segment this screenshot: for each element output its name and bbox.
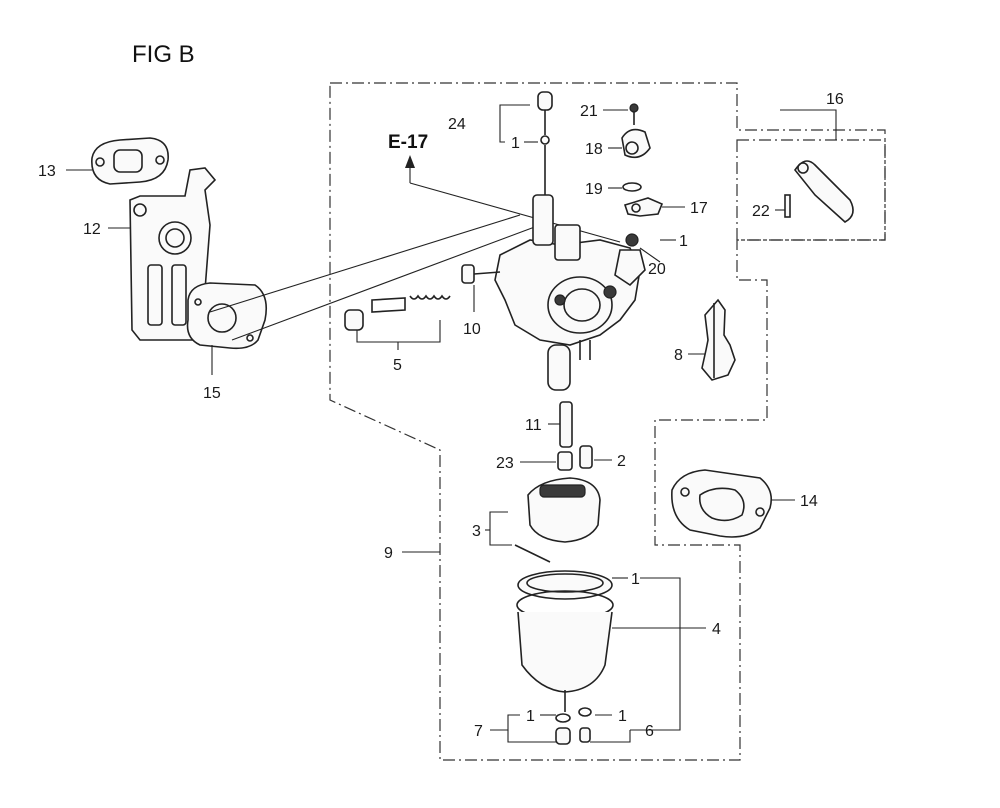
callout-14: 14 — [800, 493, 818, 510]
float-bowl-4 — [516, 570, 614, 712]
cover-18 — [621, 128, 651, 159]
callout-2: 2 — [617, 453, 626, 470]
callout-17: 17 — [690, 200, 708, 217]
callout-18: 18 — [585, 141, 603, 158]
carburetor-body — [494, 194, 646, 391]
callout-5: 5 — [393, 357, 402, 374]
figure-title: FIG B — [132, 41, 195, 68]
washer-20 — [625, 233, 639, 247]
leader-lines — [66, 104, 837, 743]
ring-19 — [622, 182, 642, 192]
float-valve-8 — [701, 298, 736, 381]
callout-8: 8 — [674, 347, 683, 364]
callout-13: 13 — [38, 163, 56, 180]
callout-1-top: 1 — [511, 135, 520, 152]
callout-20: 20 — [648, 261, 666, 278]
choke-lever-box — [736, 139, 886, 241]
callout-6: 6 — [645, 723, 654, 740]
float-3 — [514, 477, 601, 563]
callout-10: 10 — [463, 321, 481, 338]
gasket-14 — [671, 469, 773, 538]
screw-24 — [537, 91, 553, 195]
callout-15: 15 — [203, 385, 221, 402]
assembly-line-b — [209, 214, 521, 313]
callout-1-bowl: 1 — [631, 571, 640, 588]
callout-1-b7: 1 — [526, 708, 535, 725]
drain-screw-6 — [578, 707, 592, 743]
jet-2 — [579, 445, 593, 469]
callout-24: 24 — [448, 116, 466, 133]
callout-23: 23 — [496, 455, 514, 472]
callout-7: 7 — [474, 723, 483, 740]
callout-22: 22 — [752, 203, 770, 220]
choke-lever-16 — [784, 160, 854, 223]
screw-21 — [629, 103, 639, 125]
callout-labels: 13 12 15 5 10 24 1 21 18 19 17 1 20 16 2… — [38, 91, 844, 740]
pilot-screw-5 — [344, 294, 451, 331]
callout-9: 9 — [384, 545, 393, 562]
assembly-line-a — [231, 224, 541, 341]
callout-19: 19 — [585, 181, 603, 198]
callout-4: 4 — [712, 621, 721, 638]
callout-1-right: 1 — [679, 233, 688, 250]
drain-bolt-7 — [555, 713, 571, 745]
gasket-13 — [91, 137, 169, 185]
ref-arrowhead — [405, 155, 415, 168]
ref-leader-diag — [409, 182, 621, 243]
callout-21: 21 — [580, 103, 598, 120]
screw-10 — [461, 264, 501, 284]
callout-16: 16 — [826, 91, 844, 108]
insulator-15 — [186, 282, 268, 350]
callout-3: 3 — [472, 523, 481, 540]
emulsion-tube-11 — [559, 401, 573, 448]
callout-12: 12 — [83, 221, 101, 238]
jet-23 — [557, 451, 573, 471]
lever-17 — [623, 197, 664, 217]
callout-1-b6: 1 — [618, 708, 627, 725]
reference-label: E-17 — [388, 132, 428, 153]
callout-11: 11 — [525, 417, 542, 434]
carburetor-assembly-boundary — [329, 82, 886, 761]
